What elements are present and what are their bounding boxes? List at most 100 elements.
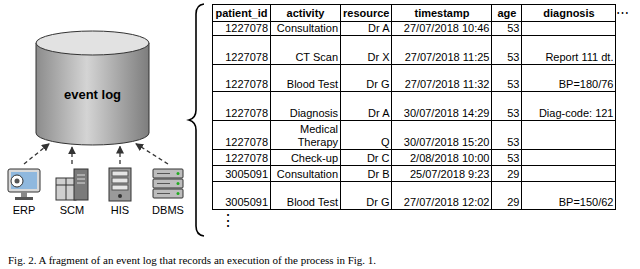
- table-cell: 29: [492, 182, 522, 210]
- drawing-part: [15, 179, 20, 184]
- cell-value: 29: [507, 196, 519, 208]
- drawing-part: [11, 175, 23, 187]
- header-cell: activity: [271, 5, 341, 22]
- drawing-part: [112, 178, 128, 183]
- cell-value: Dr A: [368, 107, 389, 119]
- drawing-part: [157, 193, 170, 194]
- table-cell: 1227078: [213, 65, 271, 92]
- cell-value: 1227078: [225, 152, 268, 164]
- cell-value: 53: [507, 107, 519, 119]
- header-cell: age: [492, 5, 522, 22]
- header-cell: timestamp: [392, 5, 492, 22]
- drawing-part: [77, 175, 85, 176]
- table-cell: 1227078: [213, 92, 271, 121]
- table-cell: 1227078: [213, 22, 271, 36]
- cell-value: 27/07/2018 12:02: [404, 196, 490, 208]
- table-cell: 27/07/2018 10:46: [392, 22, 492, 36]
- system-label: HIS: [100, 204, 140, 217]
- event-row: 3005091ConsultationDr B25/07/2018 9:2329: [213, 166, 616, 182]
- table-cell: 53: [492, 65, 522, 92]
- table-cell: Consultation: [271, 22, 341, 36]
- column-name: resource: [343, 7, 389, 19]
- drawing-part: [66, 178, 67, 200]
- table-cell: [522, 121, 616, 150]
- table-cell: 27/07/2018 11:25: [392, 36, 492, 65]
- table-cell: Blood Test: [271, 65, 341, 92]
- brace-path: [189, 4, 204, 236]
- event-row: 1227078DiagnosisDr A30/07/2018 14:2953Di…: [213, 92, 616, 121]
- drawing-part: [177, 182, 180, 185]
- cell-value: BP=150/62: [559, 196, 614, 208]
- drawing-part: [157, 173, 170, 174]
- scm-icon: [52, 166, 92, 202]
- column-name: diagnosis: [543, 7, 594, 19]
- table-cell: 25/07/2018 9:23: [392, 166, 492, 182]
- cylinder-text: event log: [35, 56, 150, 133]
- system-icon: DBMS: [148, 166, 188, 217]
- header-cell: patient_id: [213, 5, 271, 22]
- table-cell: Dr A: [341, 92, 392, 121]
- cell-value: 53: [507, 78, 519, 90]
- dashed-arrow: [71, 147, 72, 164]
- cell-value: Blood Test: [287, 78, 338, 90]
- dashed-arrow: [136, 144, 168, 164]
- table-cell: 53: [492, 22, 522, 36]
- table-cell: Report 111 dt.: [522, 36, 616, 65]
- cell-value: Medical Therapy: [298, 123, 338, 148]
- system-icon: HIS: [100, 166, 140, 217]
- table-cell: BP=150/62: [522, 182, 616, 210]
- table-cell: Dr C: [341, 150, 392, 166]
- table-cell: 53: [492, 92, 522, 121]
- table-cell: Q: [341, 121, 392, 150]
- cell-value: Dr C: [367, 152, 390, 164]
- cell-value: 1227078: [225, 78, 268, 90]
- drawing-part: [8, 169, 40, 192]
- table-body: patient_idactivityresource timestamp age di…: [213, 5, 616, 210]
- event-row: 1227078Check-upDr C2/08/2018 10:0053: [213, 150, 616, 166]
- cell-value: Q: [381, 136, 390, 148]
- cell-value: 27/07/2018 11:25: [405, 51, 490, 63]
- event-row: 1227078Medical TherapyQ30/07/2018 15:205…: [213, 121, 616, 150]
- cell-value: 27/07/2018 10:46: [404, 22, 490, 34]
- table-cell: 27/07/2018 11:32: [392, 65, 492, 92]
- system-label: ERP: [4, 204, 44, 217]
- table-cell: 53: [492, 36, 522, 65]
- drawing-part: [56, 178, 76, 200]
- cell-value: 53: [507, 22, 519, 34]
- table-cell: Diag-code: 121: [522, 92, 616, 121]
- drawing-part: [36, 43, 149, 145]
- cell-value: 3005091: [225, 168, 268, 180]
- column-name: timestamp: [414, 7, 469, 19]
- table-cell: Consultation: [271, 166, 341, 182]
- cell-value: Dr B: [367, 168, 389, 180]
- table-cell: [522, 150, 616, 166]
- table-cell: Dr G: [341, 182, 392, 210]
- cell-value: Check-up: [291, 152, 338, 164]
- cell-value: Report 111 dt.: [545, 51, 613, 63]
- table-cell: 2/08/2018 10:00: [392, 150, 492, 166]
- table-cell: 30/07/2018 15:20: [392, 121, 492, 150]
- table-cell: Dr A: [341, 22, 392, 36]
- column-name: patient_id: [216, 7, 268, 19]
- table-cell: Dr X: [341, 36, 392, 65]
- cell-value: 1227078: [225, 107, 268, 119]
- drawing-part: [11, 172, 37, 189]
- system-icon: SCM: [52, 166, 92, 217]
- drawing-part: [177, 172, 180, 175]
- cell-value: Dr G: [366, 78, 389, 90]
- cell-value: Blood Test: [287, 196, 338, 208]
- cell-value: Consultation: [277, 22, 338, 34]
- table-cell: 1227078: [213, 36, 271, 65]
- table-cell: Medical Therapy: [271, 121, 341, 150]
- cell-value: Diagnosis: [290, 107, 338, 119]
- cell-value: 2/08/2018 10:00: [410, 152, 490, 164]
- table-cell: [522, 22, 616, 36]
- cell-value: CT Scan: [295, 51, 338, 63]
- node-label: event log: [64, 87, 121, 102]
- drawing-part: [153, 179, 183, 188]
- drawing-part: [112, 185, 128, 190]
- table-cell: 3005091: [213, 182, 271, 210]
- drawing-part: [77, 179, 85, 180]
